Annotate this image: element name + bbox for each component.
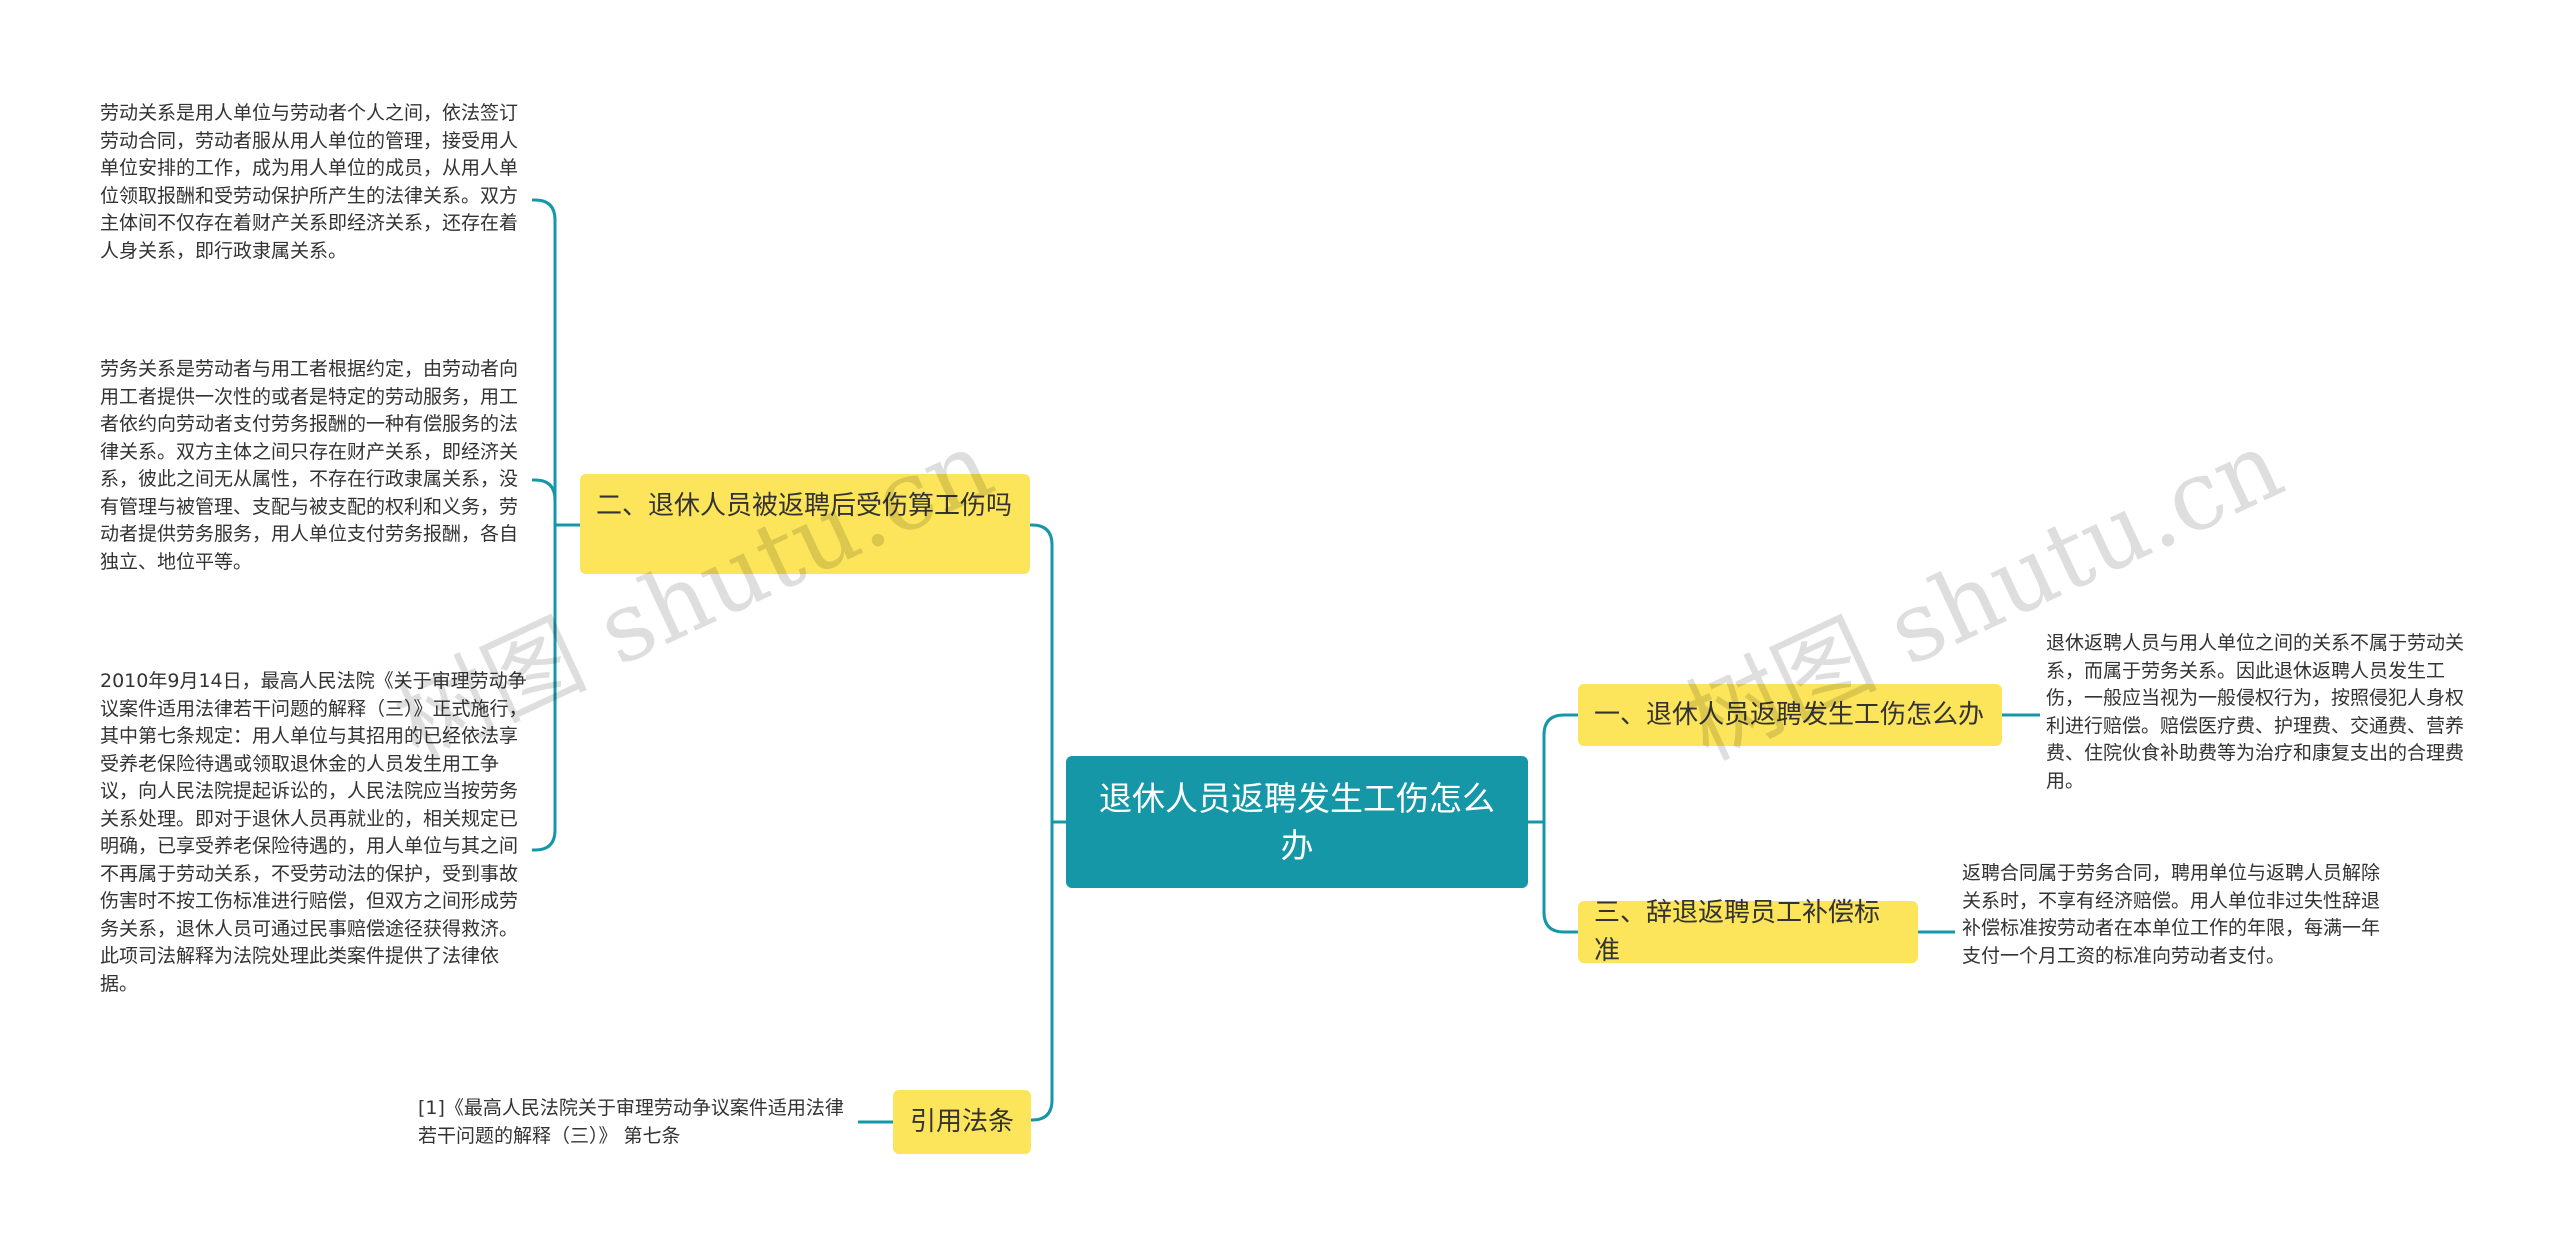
- leaf-service-relation: 劳务关系是劳动者与用工者根据约定，由劳动者向用工者提供一次性的或者是特定的劳动服…: [100, 358, 519, 573]
- bracket-b2-labor: [532, 198, 557, 525]
- connector-root-b2: [1018, 523, 1066, 824]
- leaf-reference: [1]《最高人民法院关于审理劳动争议案件适用法律若干问题的解释（三）》 第七条: [418, 1097, 844, 1147]
- leaf-interpretation: 2010年9月14日，最高人民法院《关于审理劳动争议案件适用法律若干问题的解释（…: [100, 670, 528, 995]
- root-topic-label: 退休人员返聘发生工伤怎么办: [1099, 779, 1495, 865]
- leaf-b3-detail: 返聘合同属于劳务合同，聘用单位与返聘人员解除关系时，不享有经济赔偿。用人单位非过…: [1962, 862, 2381, 967]
- leaf-labor-relation: 劳动关系是用人单位与劳动者个人之间，依法签订劳动合同，劳动者服从用人单位的管理，…: [100, 102, 519, 262]
- bracket-b2-interp: [532, 525, 557, 852]
- branch-topic-3[interactable]: 三、辞退返聘员工补偿标准: [1578, 898, 1918, 966]
- bracket-b2-service: [532, 478, 557, 525]
- branch-topic-ref[interactable]: 引用法条: [893, 1090, 1031, 1154]
- branch-topic-3-label: 三、辞退返聘员工补偿标准: [1594, 898, 1881, 966]
- connector-root-b1: [1528, 713, 1578, 824]
- branch-topic-1-label: 一、退休人员返聘发生工伤怎么办: [1594, 700, 1985, 730]
- branch-topic-2[interactable]: 二、退休人员被返聘后受伤算工伤吗: [580, 474, 1030, 574]
- connector-root-b3: [1528, 820, 1578, 934]
- branch-topic-1[interactable]: 一、退休人员返聘发生工伤怎么办: [1578, 684, 2002, 746]
- branch-topic-ref-label: 引用法条: [909, 1107, 1014, 1137]
- leaf-b1-detail: 退休返聘人员与用人单位之间的关系不属于劳动关系，而属于劳务关系。因此退休返聘人员…: [2046, 632, 2465, 792]
- connector-root-ref: [1018, 820, 1066, 1122]
- branch-topic-2-label: 二、退休人员被返聘后受伤算工伤吗: [596, 491, 1013, 521]
- root-topic[interactable]: 退休人员返聘发生工伤怎么办: [1066, 756, 1528, 888]
